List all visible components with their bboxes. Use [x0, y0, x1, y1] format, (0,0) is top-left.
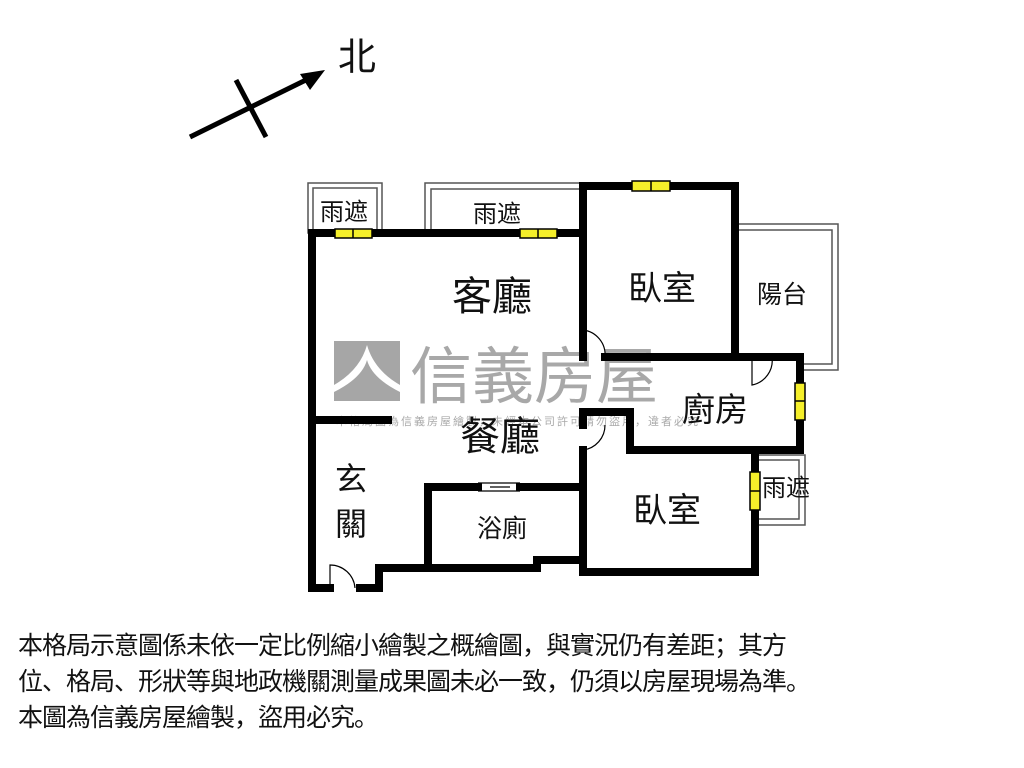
entrance-door-icon	[329, 564, 356, 589]
north-label: 北	[338, 35, 376, 79]
notice-line: 本格局示意圖係未依一定比例縮小繪製之概繪圖，與實況仍有差距；其方	[18, 631, 787, 660]
disclaimer-notice: 本格局示意圖係未依一定比例縮小繪製之概繪圖，與實況仍有差距；其方 位、格局、形狀…	[18, 628, 811, 736]
windows	[334, 180, 806, 511]
room-label-dining-room: 餐廳	[460, 414, 540, 460]
svg-text:信義房屋: 信義房屋	[410, 340, 658, 413]
notice-line: 位、格局、形狀等與地政機關測量成果圖未必一致，仍須以房屋現場為準。	[18, 667, 811, 696]
svg-text:本格局圖為信義房屋繪製，未經本公司許可請勿盜用，違者必究: 本格局圖為信義房屋繪製，未經本公司許可請勿盜用，違者必究	[336, 414, 700, 428]
room-label-bathroom: 浴廁	[477, 514, 527, 543]
room-label-canopy-3: 雨遮	[762, 474, 810, 502]
notice-line: 本圖為信義房屋繪製，盜用必究。	[18, 703, 379, 732]
room-label-canopy-2: 雨遮	[473, 200, 521, 228]
room-label-entrance-1: 玄	[335, 460, 367, 498]
north-arrow-icon	[188, 70, 325, 140]
watermark-logo: 信義房屋 本格局圖為信義房屋繪製，未經本公司許可請勿盜用，違者必究	[334, 340, 700, 428]
kitchen-door-icon	[751, 356, 773, 386]
room-label-bedroom-2: 臥室	[633, 491, 701, 531]
room-label-canopy-1: 雨遮	[320, 198, 368, 226]
doors	[329, 329, 773, 589]
room-label-kitchen: 廚房	[682, 390, 748, 429]
dining-door-icon	[582, 424, 606, 451]
room-label-bedroom-1: 臥室	[628, 269, 696, 309]
bedroom-door-icon	[582, 329, 606, 358]
room-label-entrance-2: 關	[335, 505, 367, 543]
room-label-living-room: 客廳	[452, 274, 532, 320]
room-label-balcony: 陽台	[757, 280, 807, 309]
canopy-outlines	[307, 182, 839, 526]
